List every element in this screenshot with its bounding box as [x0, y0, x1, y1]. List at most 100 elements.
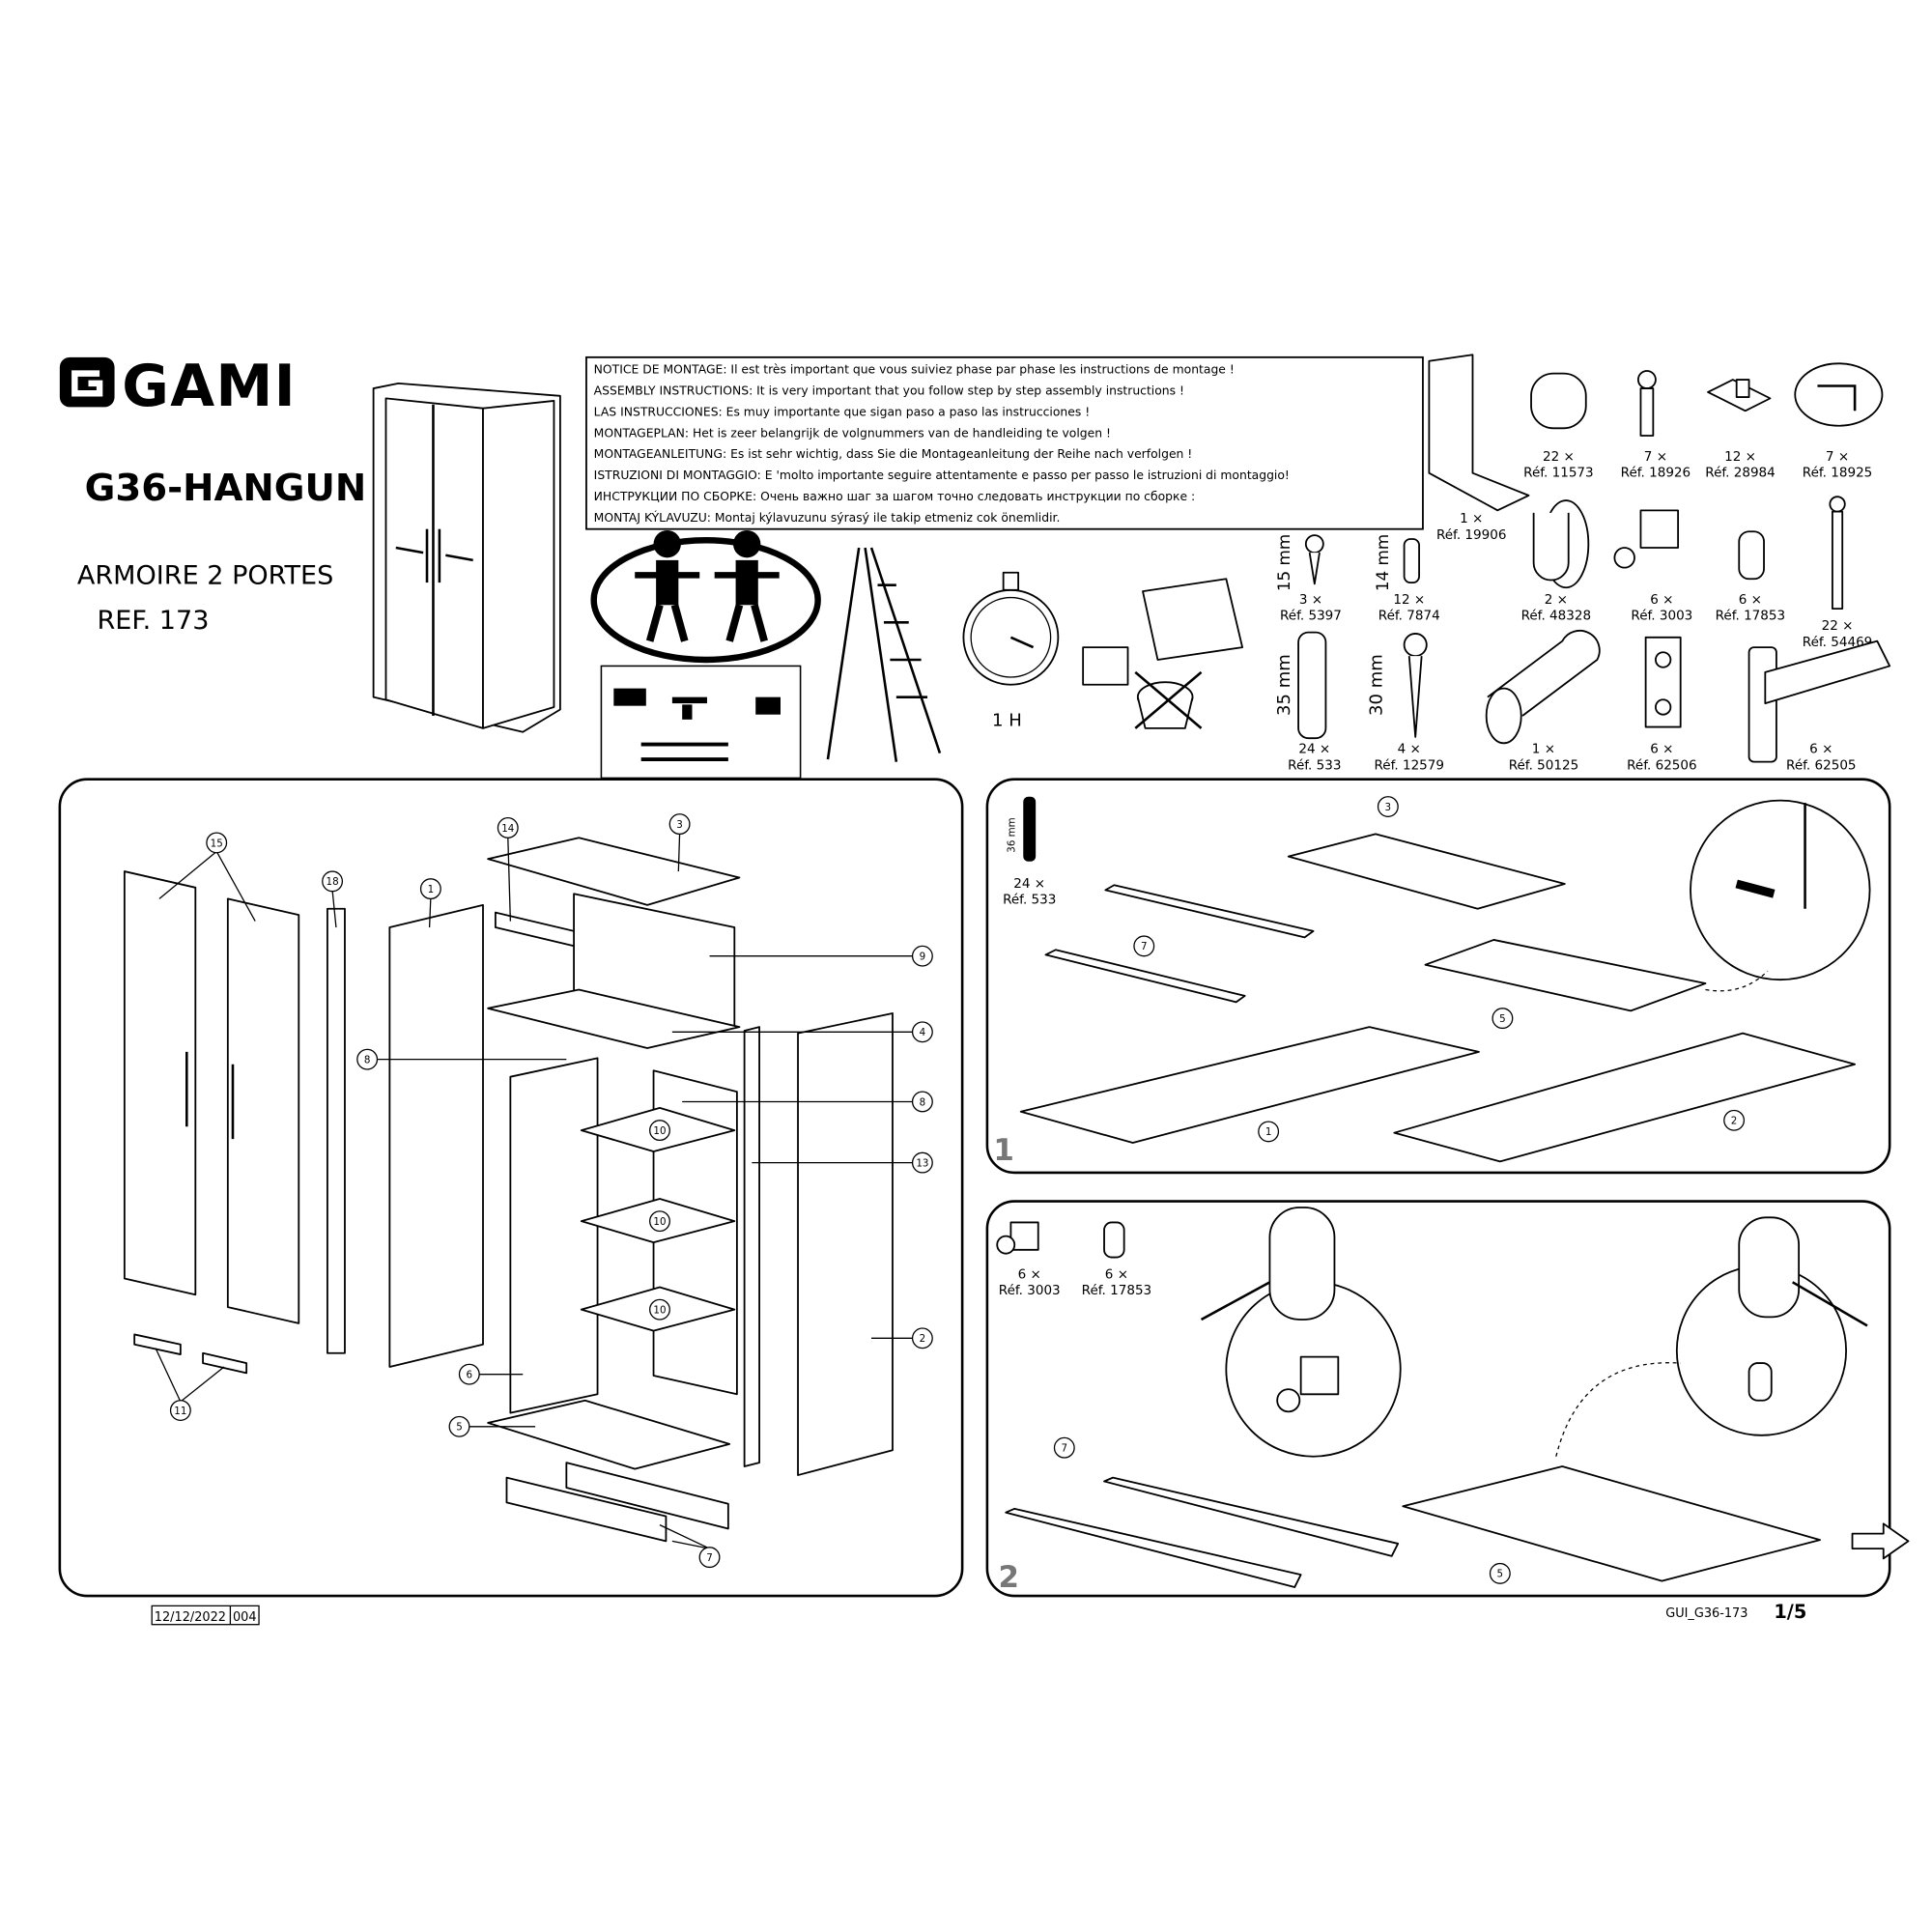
drawing-line — [1299, 1355, 1340, 1396]
step-number: 2 — [999, 1560, 1020, 1595]
drawing-line — [1639, 509, 1680, 549]
drawing-line — [1134, 670, 1203, 729]
drawing-line — [797, 1012, 894, 1476]
brand-text: GAMI — [122, 353, 297, 419]
drawing-line — [395, 546, 424, 554]
unpack-and-dispose-icon — [1082, 578, 1243, 729]
drawing-line — [507, 836, 511, 922]
step2-parts-1-text: 5 — [1497, 1569, 1504, 1580]
drawing-line — [1002, 571, 1020, 591]
drawing-line — [743, 1026, 760, 1467]
hardware-2-ref-text: Réf. 18926 — [1621, 466, 1690, 481]
drawing-line — [1735, 379, 1750, 398]
hardware-3-ref-text: Réf. 28984 — [1705, 466, 1775, 481]
exploded_parts-11-text: 10 — [653, 1216, 666, 1228]
drawing-line — [388, 903, 484, 1368]
drawing-line — [649, 1298, 670, 1321]
drawing-line — [1492, 1008, 1514, 1030]
drawing-line — [970, 596, 1052, 678]
drawing-line — [482, 400, 555, 729]
exploded_parts-2-text: 1 — [428, 884, 435, 895]
step-2-panel: 2 6 ×Réf. 3003 6 ×Réf. 17853 7 5 — [985, 1200, 1910, 1598]
drawing-line — [1764, 639, 1891, 704]
hardware-13-ref-text: Réf. 50125 — [1509, 757, 1578, 773]
notice-3-text: MONTAGEPLAN: Het is zeer belangrijk de v… — [594, 426, 1111, 440]
drawing-line — [1829, 496, 1846, 513]
tools-box — [600, 665, 802, 780]
hardware-6-qty-text: 12 × — [1393, 592, 1425, 608]
drawing-line — [659, 1524, 710, 1549]
notice-4-text: MONTAGEANLEITUNG: Es ist sehr wichtig, d… — [594, 447, 1193, 461]
hardware-15-qty-text: 6 × — [1809, 742, 1833, 757]
drawing-line — [1009, 636, 1035, 649]
step-number: 1 — [993, 1133, 1014, 1168]
step1-parts-3-text: 1 — [1265, 1126, 1272, 1138]
notice-6-text: ИНСТРУКЦИИ ПО СБОРКЕ: Очень важно шаг за… — [594, 490, 1195, 503]
drawing-line — [1393, 1032, 1857, 1163]
notice-5-text: ISTRUZIONI DI MONTAGGIO: E 'molto import… — [594, 469, 1290, 482]
drawing-line — [911, 1151, 933, 1174]
drawing-line — [911, 1021, 933, 1043]
drawing-line — [445, 554, 473, 562]
gami-logo: GAMI — [59, 353, 297, 419]
hardware-5-ref-text: Réf. 5397 — [1280, 609, 1342, 624]
drawing-line — [1738, 1216, 1801, 1319]
exploded_parts-12-text: 10 — [653, 1305, 666, 1317]
hardware-4-qty-text: 7 × — [1826, 449, 1849, 465]
step2-hardware-1-qty-text: 6 × — [1105, 1266, 1128, 1282]
drawing-line — [653, 529, 681, 558]
hardware-10-qty-text: 22 × — [1822, 618, 1854, 634]
drawing-line — [1200, 1281, 1271, 1321]
drawing-line — [1655, 651, 1672, 668]
exploded_parts-5-text: 9 — [920, 952, 926, 963]
exploded_parts-17-text: 7 — [706, 1552, 713, 1564]
hardware-item-insert: 6 ×Réf. 17853 — [1716, 530, 1785, 624]
page-number: 1/5 — [1774, 1601, 1806, 1623]
drawing-line — [733, 529, 761, 558]
hardware-12-qty-text: 4 × — [1398, 742, 1421, 757]
drawing-line — [226, 897, 300, 1324]
hardware-item-hinge: 6 ×Réf. 62505 — [1747, 639, 1891, 773]
drawing-line — [1690, 799, 1871, 981]
drawing-line — [1489, 1562, 1511, 1584]
drawing-line — [590, 537, 821, 664]
drawing-line — [1738, 530, 1765, 581]
ladder-icon — [826, 547, 942, 762]
hardware-6-ref-text: Réf. 7874 — [1378, 609, 1440, 624]
exploded_parts-4-text: 3 — [676, 819, 683, 831]
step1-parts-2-text: 5 — [1499, 1013, 1506, 1025]
hardware-item-screw-15mm: 15 mm 3 ×Réf. 5397 — [1274, 534, 1342, 624]
step2-hardware-0-ref-text: Réf. 3003 — [999, 1283, 1061, 1298]
document-date: 12/12/2022 — [155, 1610, 226, 1625]
drawing-line — [649, 1120, 670, 1142]
drawing-line — [180, 1366, 225, 1403]
drawing-line — [1304, 534, 1324, 554]
drawing-line — [1019, 1026, 1480, 1144]
hardware-5-size-text: 15 mm — [1274, 534, 1293, 591]
drawing-line — [755, 696, 781, 715]
drawing-line — [670, 604, 689, 642]
step2-parts-0-text: 7 — [1062, 1443, 1068, 1455]
drawing-line — [1735, 879, 1776, 898]
drawing-line — [1407, 656, 1423, 738]
exploded_parts-16-text: 5 — [456, 1422, 463, 1434]
hardware-0-qty-text: 1 × — [1460, 511, 1483, 526]
drawing-line — [419, 878, 441, 900]
drawing-line — [1555, 1362, 1681, 1457]
hardware-9-ref-text: Réf. 17853 — [1716, 609, 1785, 624]
drawing-line — [206, 832, 228, 854]
drawing-line — [1832, 510, 1844, 611]
drawing-line — [1297, 631, 1327, 740]
drawing-line — [1747, 1362, 1773, 1402]
drawing-line — [585, 355, 1424, 530]
hardware-11-ref-text: Réf. 533 — [1288, 757, 1341, 773]
notice-1-text: ASSEMBLY INSTRUCTIONS: It is very import… — [594, 384, 1184, 398]
drawing-line — [996, 1235, 1016, 1255]
hardware-5-qty-text: 3 × — [1299, 592, 1322, 608]
step1-parts-0-text: 3 — [1385, 802, 1392, 813]
footer: 12/12/2022 004 GUI_G36-173 1/5 — [151, 1601, 1806, 1626]
drawing-line — [1530, 372, 1587, 430]
document-code: 004 — [233, 1610, 257, 1625]
